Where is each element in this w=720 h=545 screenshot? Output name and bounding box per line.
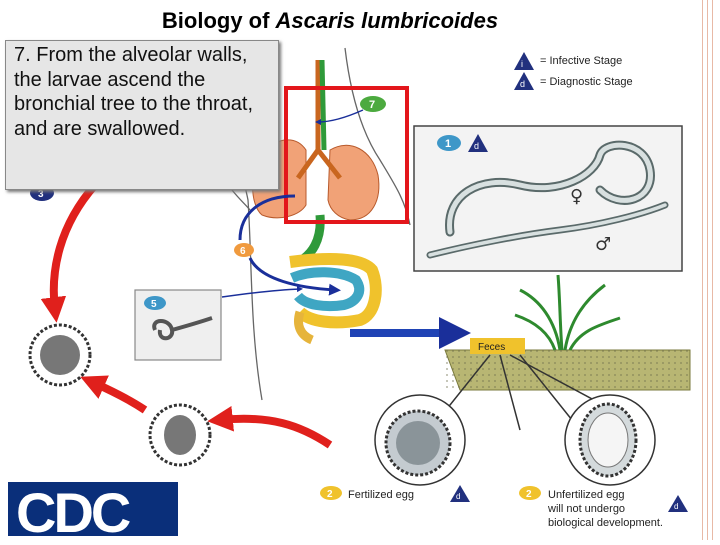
cycle-arrow-1 — [40, 182, 99, 323]
legend-infective-badge: i — [521, 59, 523, 69]
callout-text: 7. From the alveolar walls, the larvae a… — [14, 44, 254, 140]
page-title: Biology of Ascaris lumbricoides — [0, 8, 660, 34]
step-badge-5 — [144, 296, 166, 310]
step-badge-2a — [320, 486, 342, 500]
fertilized-egg-label: Fertilized egg — [348, 489, 414, 501]
fertilized-egg — [374, 394, 466, 486]
worm-diagnostic-badge — [468, 134, 488, 152]
step-1-number: 1 — [445, 138, 451, 150]
feces-label: Feces — [478, 342, 505, 353]
cycle-arrow-3 — [207, 405, 333, 449]
legend-infective-label: = Infective Stage — [540, 55, 622, 67]
cdc-logo-text: CDC — [16, 481, 131, 544]
worm-badge-letter: d — [474, 141, 479, 151]
life-cycle-diagram: i = Infective Stage d = Diagnostic Stage… — [28, 47, 691, 529]
step-badge-6 — [234, 243, 254, 257]
embryonated-egg-lower — [148, 403, 212, 467]
unfertilized-egg-label-1: Unfertilized egg — [548, 489, 624, 501]
unfertilized-egg — [564, 394, 656, 486]
title-main: Biology of — [161, 8, 276, 33]
step-7-callout: 7. From the alveolar walls, the larvae a… — [5, 40, 279, 190]
svg-text:d: d — [674, 502, 678, 511]
slide-border — [698, 0, 720, 540]
cycle-arrow-2 — [80, 375, 148, 414]
step-5-number: 5 — [151, 299, 157, 310]
intestines — [289, 214, 382, 345]
legend-diagnostic-label: = Diagnostic Stage — [540, 76, 633, 88]
step-badge-1 — [437, 135, 461, 151]
feces-label-box — [470, 338, 525, 354]
svg-text:d: d — [456, 492, 460, 501]
highlight-box — [284, 86, 409, 224]
male-symbol: ♂ — [595, 234, 611, 255]
step-2a-number: 2 — [327, 489, 333, 500]
female-symbol: ♀ — [570, 186, 583, 207]
step-6-number: 6 — [240, 246, 246, 257]
legend-diagnostic-badge: d — [520, 79, 525, 89]
grass — [514, 274, 621, 351]
step-2b-number: 2 — [526, 489, 532, 500]
unfertilized-egg-label-2: will not undergo — [547, 503, 625, 515]
lungs — [252, 59, 380, 221]
title-species: Ascaris lumbricoides — [275, 8, 499, 33]
step-3-number: 3 — [38, 189, 44, 200]
unfertilized-egg-label-3: biological development. — [548, 517, 663, 529]
cdc-logo: CDC — [8, 481, 178, 544]
embryonated-egg-upper — [28, 323, 92, 387]
step-badge-7 — [360, 96, 386, 112]
legend: i = Infective Stage d = Diagnostic Stage — [514, 52, 633, 90]
step-badge-2b — [519, 486, 541, 500]
step-7-number: 7 — [369, 99, 375, 111]
